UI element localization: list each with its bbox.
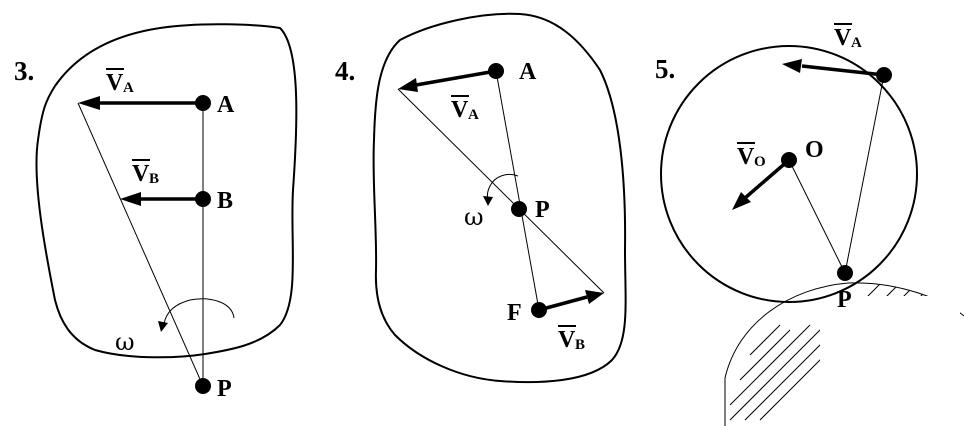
label-vo: V O [737, 142, 766, 170]
svg-text:A: A [851, 35, 862, 51]
point-p [511, 201, 527, 217]
label-p: P [535, 197, 550, 223]
panel-3: 3. A B P V A V B ω [14, 23, 298, 402]
point-p [837, 265, 853, 281]
point-p [195, 378, 211, 394]
panel-number: 4. [335, 56, 355, 86]
point-b [195, 191, 211, 207]
label-vb: V B [558, 325, 585, 353]
velocity-vb-arrowhead [585, 290, 604, 304]
label-a: A [519, 59, 537, 85]
rolling-wheel [660, 45, 918, 303]
label-vb: V B [132, 159, 159, 187]
velocity-vo-arrow [743, 158, 791, 200]
rigid-body-outline [372, 12, 627, 384]
panel-4: 4. A P F V A V B ω [335, 12, 627, 384]
rotation-arc [163, 298, 235, 325]
velocity-distribution-line [77, 102, 204, 387]
svg-text:A: A [123, 80, 134, 96]
point-a [488, 63, 504, 79]
point-a [195, 95, 211, 111]
line-a-f [495, 70, 540, 311]
point-a [876, 67, 892, 83]
velocity-va-arrowhead [782, 59, 802, 73]
svg-text:B: B [575, 337, 585, 353]
velocity-va-arrow [415, 69, 497, 87]
label-p: P [837, 287, 852, 313]
point-f [531, 302, 547, 318]
omega-label: ω [464, 203, 484, 231]
rotation-arc [486, 173, 519, 200]
line-a-p [844, 74, 885, 274]
svg-text:V: V [558, 327, 576, 353]
point-o [781, 152, 797, 168]
label-a: A [217, 92, 235, 118]
panel-number: 5. [655, 54, 675, 84]
svg-text:V: V [737, 144, 755, 170]
velocity-vb-arrowhead [120, 192, 141, 206]
line-o-p [788, 159, 846, 274]
omega-label: ω [115, 328, 135, 356]
velocity-vb-arrow [538, 295, 588, 312]
label-p: P [217, 376, 232, 402]
velocity-va-arrowhead [78, 96, 100, 110]
label-va: V A [106, 68, 134, 96]
velocity-distribution-line [397, 88, 605, 294]
svg-text:V: V [132, 161, 150, 187]
rotation-arrowhead [483, 196, 493, 206]
panel-number: 3. [14, 56, 34, 86]
panel-5: 5. [655, 23, 964, 426]
svg-text:O: O [754, 154, 766, 170]
label-va: V A [834, 23, 862, 51]
velocity-vo-arrowhead [732, 192, 751, 210]
velocity-va-arrowhead [398, 78, 418, 92]
label-o: O [805, 137, 824, 163]
label-va: V A [451, 95, 479, 123]
fixed-surface [724, 282, 964, 426]
svg-text:V: V [834, 25, 852, 51]
svg-text:V: V [106, 70, 124, 96]
label-f: F [507, 300, 522, 326]
label-b: B [217, 188, 233, 214]
rigid-body-outline [35, 23, 298, 359]
svg-text:B: B [149, 171, 159, 187]
rotation-arrowhead [158, 321, 168, 332]
svg-text:A: A [468, 107, 479, 123]
velocity-va-arrow [801, 64, 885, 77]
svg-text:V: V [451, 97, 469, 123]
surface-inner-clear [820, 296, 960, 426]
